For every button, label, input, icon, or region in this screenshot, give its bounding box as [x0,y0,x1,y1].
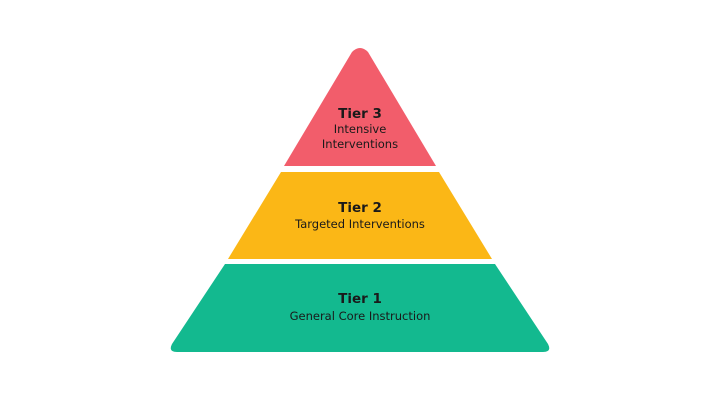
tier-1-shape [170,264,550,352]
tier-3-title: Tier 3 [338,106,382,122]
tier-1-desc-line-1: General Core Instruction [290,309,431,323]
tier-3: Tier 3 Intensive Interventions [284,48,436,166]
tier-1-title: Tier 1 [338,291,382,307]
tier-3-desc-line-2: Interventions [322,137,398,151]
tier-3-shape [284,48,436,166]
tier-3-desc-line-1: Intensive [334,122,387,136]
tier-2-desc-line-1: Targeted Interventions [294,217,425,231]
tier-1: Tier 1 General Core Instruction [170,264,550,352]
tier-2-title: Tier 2 [338,200,382,216]
tier-2: Tier 2 Targeted Interventions [228,172,492,259]
tier-2-shape [228,172,492,259]
